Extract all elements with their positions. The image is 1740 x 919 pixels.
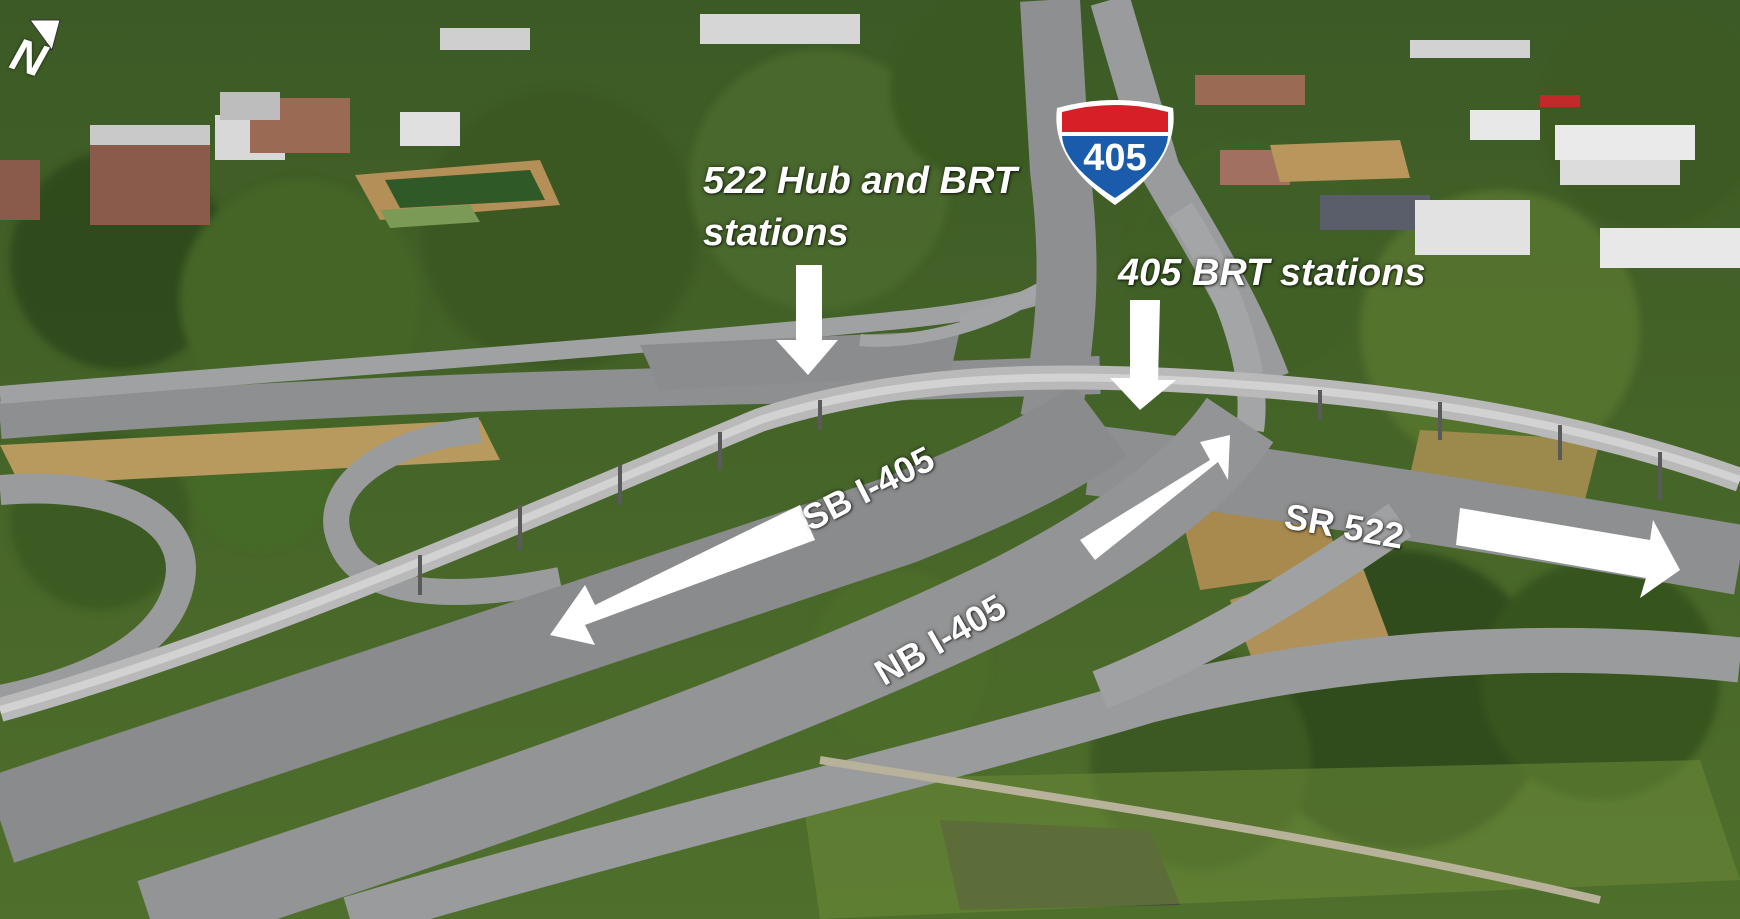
flyover-columns bbox=[418, 390, 1662, 595]
interstate-405-shield bbox=[1056, 100, 1174, 205]
buildings-northwest bbox=[0, 14, 860, 225]
arrow-405-brt bbox=[1110, 300, 1176, 410]
shield-number: 405 bbox=[1083, 137, 1146, 179]
sports-field bbox=[355, 160, 560, 228]
arrow-sb-i405 bbox=[550, 505, 815, 645]
arrow-nb-i405 bbox=[1080, 435, 1230, 560]
label-522-hub-line1: 522 Hub and BRT bbox=[703, 160, 1017, 202]
north-arrow bbox=[29, 19, 61, 52]
label-405-brt: 405 BRT stations bbox=[1118, 252, 1426, 294]
arrow-522-hub bbox=[776, 265, 838, 375]
arrow-sr522 bbox=[1456, 508, 1680, 598]
arrows bbox=[550, 265, 1680, 645]
label-522-hub-line2: stations bbox=[703, 212, 849, 254]
buildings-northeast bbox=[1195, 40, 1740, 268]
